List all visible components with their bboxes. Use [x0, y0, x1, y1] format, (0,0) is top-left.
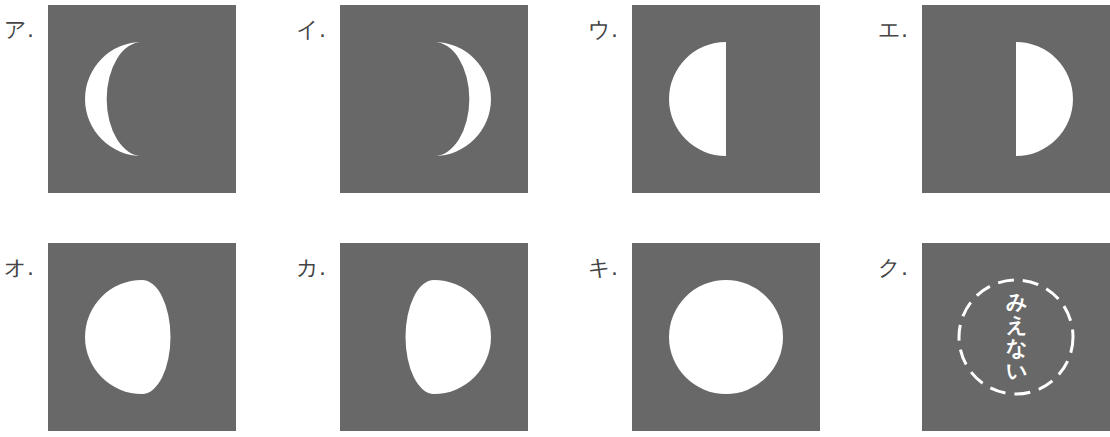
moon-panel: エ.	[876, 5, 1110, 193]
choice-label: ア.	[4, 19, 34, 41]
moon-shape	[406, 280, 491, 394]
choice-label: ク.	[878, 257, 908, 279]
sky-square	[48, 5, 236, 193]
sky-background	[48, 243, 236, 431]
moon-panel: カ.	[294, 243, 528, 431]
dashed-circle	[959, 280, 1073, 394]
sky-square	[48, 243, 236, 431]
sky-square	[922, 5, 1110, 193]
moon-shape	[434, 42, 491, 156]
moon-shape	[85, 42, 142, 156]
moon-panel: イ.	[294, 5, 528, 193]
choice-label: キ.	[588, 257, 618, 279]
moon-panel: ア.	[2, 5, 236, 193]
sky-background	[340, 243, 528, 431]
sky-background	[48, 5, 236, 193]
sky-background	[632, 5, 820, 193]
moon-shape	[1016, 42, 1073, 156]
moon-shape	[669, 42, 726, 156]
choice-label: オ.	[4, 257, 34, 279]
sky-background	[632, 243, 820, 431]
full-moon	[669, 280, 783, 394]
sky-background	[340, 5, 528, 193]
sky-square	[340, 5, 528, 193]
moon-shape	[85, 280, 170, 394]
moon-panel: ウ.	[586, 5, 820, 193]
sky-background	[922, 5, 1110, 193]
choice-label: カ.	[296, 257, 326, 279]
moon-panel: キ.	[586, 243, 820, 431]
choice-label: ウ.	[588, 19, 618, 41]
moon-panel: ク. みえない	[876, 243, 1110, 431]
choice-label: イ.	[296, 19, 326, 41]
sky-square	[340, 243, 528, 431]
invisible-note: みえない	[1006, 291, 1027, 383]
sky-square	[632, 5, 820, 193]
sky-background	[922, 243, 1110, 431]
choice-label: エ.	[878, 19, 908, 41]
sky-square	[632, 243, 820, 431]
moon-panel: オ.	[2, 243, 236, 431]
